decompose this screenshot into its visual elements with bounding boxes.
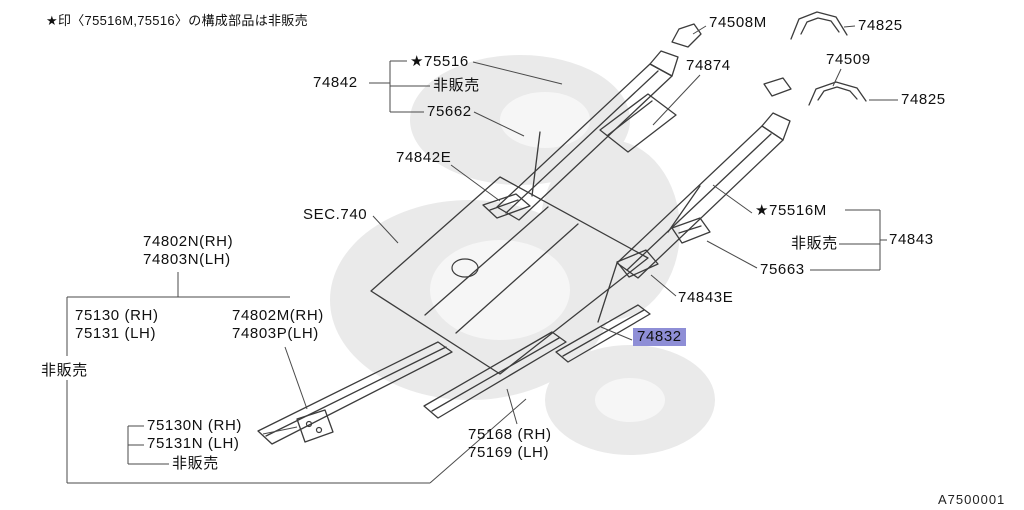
part-bracket-74842E	[482, 193, 531, 219]
label-74832[interactable]: 74832	[633, 328, 686, 346]
label-75168[interactable]: 75168 (RH) 75169 (LH)	[468, 426, 552, 461]
part-rail-front-right-tip	[761, 112, 791, 141]
label-74802M[interactable]: 74802M(RH) 74803P(LH)	[232, 307, 324, 342]
label-hanbai-75130N: 非販売	[172, 455, 219, 472]
part-bracket-74508M	[671, 23, 702, 48]
label-SEC740[interactable]: SEC.740	[303, 206, 368, 223]
part-floor-oval	[451, 258, 479, 278]
leader-line	[284, 346, 308, 410]
label-74874[interactable]: 74874	[686, 57, 731, 74]
label-hanbai-75516: 非販売	[433, 77, 480, 94]
part-support-a	[531, 131, 541, 197]
label-75663[interactable]: 75663	[760, 261, 805, 278]
part-rail-front-left-tip	[649, 50, 679, 77]
part-floor-panel	[370, 176, 649, 375]
part-clip-74509	[763, 77, 792, 97]
part-bracket-75663	[671, 217, 711, 244]
label-75516-star[interactable]: ★75516	[410, 53, 469, 70]
part-sill-mid-inner	[431, 337, 560, 412]
part-bracket-74825-right-inner	[817, 86, 858, 101]
label-74508M[interactable]: 74508M	[709, 14, 767, 31]
drawing-number: A7500001	[938, 492, 1006, 507]
part-floor-tunnel-1	[424, 206, 549, 316]
label-74825-top[interactable]: 74825	[858, 17, 903, 34]
label-75130[interactable]: 75130 (RH) 75131 (LH)	[75, 307, 159, 342]
leader-line	[473, 111, 525, 137]
leader-line	[650, 274, 677, 297]
part-bracket-74825-right	[808, 81, 867, 106]
label-75130N[interactable]: 75130N (RH) 75131N (LH)	[147, 417, 242, 452]
part-rail-right-ext	[597, 262, 618, 323]
leader-line	[843, 25, 856, 28]
leader-line	[692, 25, 707, 35]
leader-line	[600, 326, 633, 341]
label-74842E[interactable]: 74842E	[396, 149, 452, 166]
part-floor-tunnel-2	[455, 223, 579, 334]
leader-line	[450, 164, 501, 202]
part-rail-front-right-inner	[626, 133, 772, 271]
part-member-74832	[555, 304, 651, 363]
leader-line	[372, 215, 399, 244]
leader-lines	[66, 25, 898, 484]
part-bracket-74825-top-inner	[800, 17, 840, 35]
leader-line	[712, 184, 753, 214]
label-74825-right[interactable]: 74825	[901, 91, 946, 108]
part-rail-front-left-inner	[505, 70, 659, 214]
label-74843[interactable]: 74843	[889, 231, 934, 248]
leader-line	[506, 388, 518, 425]
leader-line	[706, 240, 758, 269]
label-hanbai-75516M: 非販売	[791, 235, 838, 252]
part-bracket-75663-inner	[678, 225, 702, 234]
leader-line	[652, 74, 701, 126]
part-member-74832-inner	[562, 309, 645, 357]
label-hanbai-left: 非販売	[41, 362, 88, 379]
leader-line	[262, 426, 298, 435]
label-74842[interactable]: 74842	[313, 74, 358, 91]
part-bracket-74825-top	[790, 11, 848, 40]
part-plate-hole-1	[305, 420, 313, 428]
leader-line	[832, 68, 842, 87]
part-sill-left	[257, 341, 453, 445]
label-74802N[interactable]: 74802N(RH) 74803N(LH)	[143, 233, 234, 268]
part-plate-hole-2	[315, 426, 323, 434]
part-bracket-74842E-inner	[489, 199, 519, 211]
leader-line	[472, 61, 563, 85]
part-sill-left-inner	[265, 346, 447, 437]
parts-artwork	[257, 11, 867, 445]
part-plate-75130N	[296, 409, 334, 443]
part-member-74874-inner	[607, 100, 653, 136]
part-sill-mid	[423, 331, 567, 419]
watermark	[330, 55, 715, 455]
label-74509[interactable]: 74509	[826, 51, 871, 68]
footnote-star-parts: ★印〈75516M,75516〉の構成部品は非販売	[46, 13, 308, 28]
part-member-74874	[599, 93, 677, 153]
label-74843E[interactable]: 74843E	[678, 289, 734, 306]
leader-line	[429, 398, 527, 484]
label-75516M-star[interactable]: ★75516M	[755, 202, 827, 219]
part-support-b	[667, 185, 701, 233]
part-bracket-74843E	[616, 249, 659, 278]
label-75662[interactable]: 75662	[427, 103, 472, 120]
